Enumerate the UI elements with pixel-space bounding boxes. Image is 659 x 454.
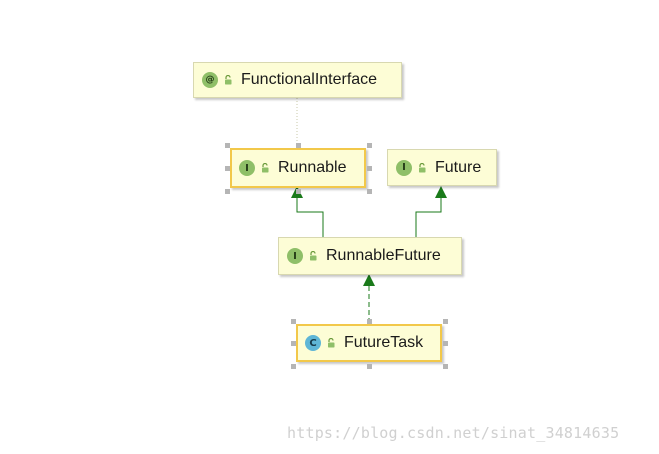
selection-handle[interactable] — [367, 143, 372, 148]
selection-handle[interactable] — [367, 364, 372, 369]
unlock-icon — [309, 251, 318, 261]
node-label: Future — [435, 158, 482, 176]
interface-badge-icon: I — [396, 159, 412, 176]
node-label: FutureTask — [344, 334, 424, 351]
selection-handle[interactable] — [225, 189, 230, 194]
interface-badge-icon: I — [239, 160, 255, 176]
selection-handle[interactable] — [367, 189, 372, 194]
node-label: FunctionalInterface — [241, 71, 378, 88]
node-label: Runnable — [278, 159, 347, 176]
selection-handle[interactable] — [443, 319, 448, 324]
unlock-icon — [261, 163, 270, 173]
selection-handle[interactable] — [443, 341, 448, 346]
interface-badge-icon: I — [287, 248, 303, 264]
node-runnable-future[interactable]: I RunnableFuture — [278, 237, 462, 275]
watermark: https://blog.csdn.net/sinat_34814635 — [287, 424, 620, 442]
unlock-icon — [327, 338, 336, 348]
node-label: RunnableFuture — [326, 247, 441, 264]
selection-handle[interactable] — [367, 166, 372, 171]
class-badge-icon: C — [305, 335, 321, 351]
selection-handle[interactable] — [296, 189, 301, 194]
extends-edge-future — [415, 196, 442, 237]
unlock-icon — [224, 75, 233, 85]
selection-handle[interactable] — [443, 364, 448, 369]
node-functional-interface[interactable]: @ FunctionalInterface — [193, 62, 402, 98]
selection-handle[interactable] — [296, 143, 301, 148]
node-runnable[interactable]: I Runnable — [230, 148, 366, 188]
selection-handle[interactable] — [225, 143, 230, 148]
selection-handle[interactable] — [367, 319, 372, 324]
node-future[interactable]: I Future — [387, 149, 497, 186]
annotation-badge-icon: @ — [202, 72, 218, 88]
extends-edge-runnable — [296, 196, 324, 237]
extends-arrow-future — [435, 186, 447, 198]
selection-handle[interactable] — [291, 341, 296, 346]
unlock-icon — [418, 162, 427, 173]
node-future-task[interactable]: C FutureTask — [296, 324, 442, 362]
implements-arrow — [363, 274, 375, 286]
selection-handle[interactable] — [291, 364, 296, 369]
selection-handle[interactable] — [225, 166, 230, 171]
selection-handle[interactable] — [291, 319, 296, 324]
